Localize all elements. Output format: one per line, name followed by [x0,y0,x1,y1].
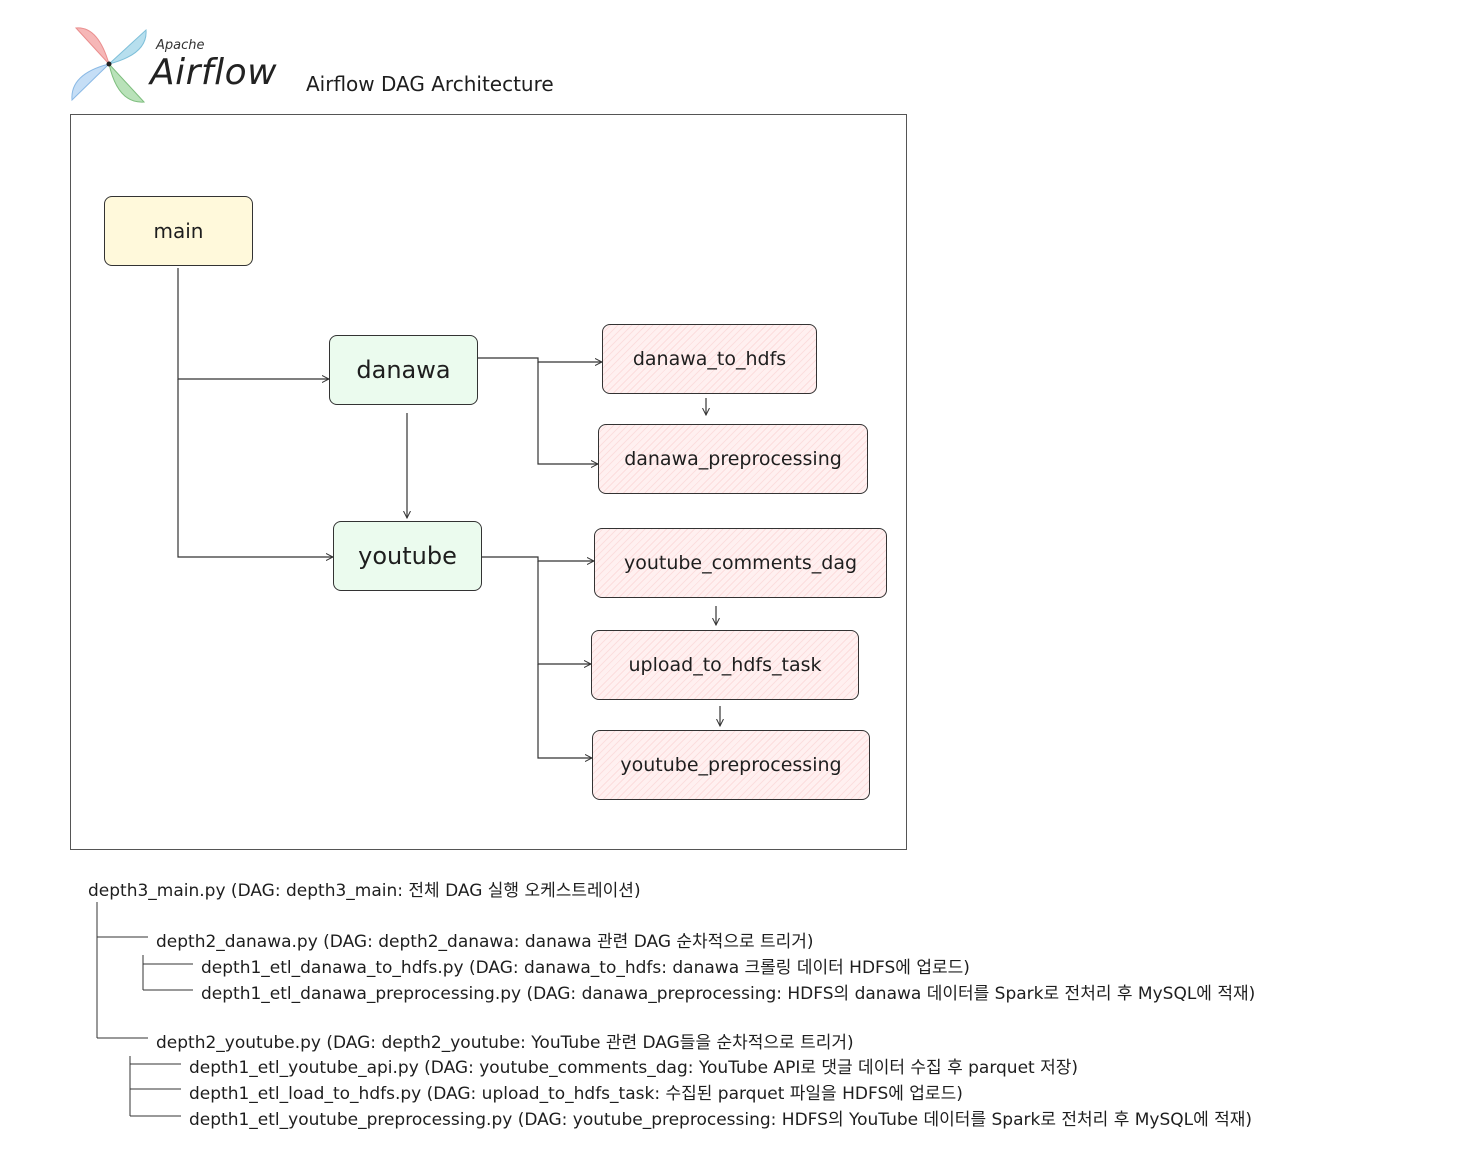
node-main: main [104,196,253,266]
edge-main-youtube [177,379,333,557]
edge-youtube-preprocessing [537,664,592,758]
node-youtube: youtube [333,521,482,591]
node-danawa-to-hdfs: danawa_to_hdfs [602,324,817,394]
edge-main-danawa [177,268,329,379]
airflow-logo: Apache Airflow [68,24,278,108]
edge-youtube-upload [537,561,591,664]
edge-youtube-comments [482,556,594,561]
pinwheel-icon [71,27,147,103]
diagram-title: Airflow DAG Architecture [306,72,554,96]
node-upload-to-hdfs-task: upload_to_hdfs_task [591,630,859,700]
edge-danawa-to-hdfs [478,357,602,362]
logo-airflow-text: Airflow [150,52,278,93]
node-danawa-preprocessing: danawa_preprocessing [598,424,868,494]
node-youtube-comments-dag: youtube_comments_dag [594,528,887,598]
node-youtube-preprocessing: youtube_preprocessing [592,730,870,800]
node-danawa: danawa [329,335,478,405]
diagram-frame [70,114,907,850]
edge-danawa-preprocessing [537,362,598,464]
logo-apache-text: Apache [156,38,205,53]
